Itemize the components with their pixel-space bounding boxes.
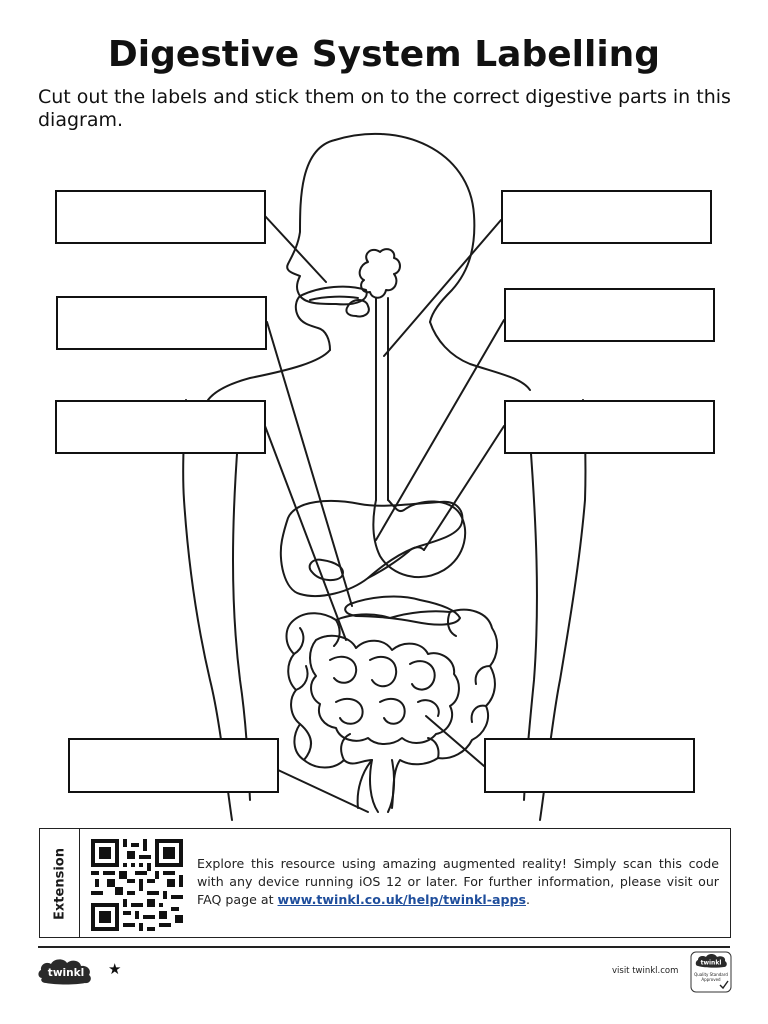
extension-text-main: Explore this resource using amazing augm… <box>197 856 719 907</box>
liver <box>279 499 464 598</box>
label-box-left-3 <box>55 400 266 454</box>
tongue-line <box>309 295 359 301</box>
salivary-gland <box>358 248 401 299</box>
rectum <box>369 759 396 813</box>
pointer-line-3 <box>266 321 353 607</box>
head-outline <box>286 139 336 351</box>
visit-twinkl-link[interactable]: visit twinkl.com <box>612 966 679 976</box>
extension-text-end: . <box>525 892 530 907</box>
salivary-gland-lower <box>345 299 370 318</box>
worksheet-title: Digestive System Labelling <box>107 34 661 75</box>
label-box-left-2 <box>56 296 267 350</box>
instructions-text: Cut out the labels and stick them on to … <box>38 86 731 131</box>
pointer-line-6 <box>423 425 505 551</box>
neck-right <box>429 321 531 391</box>
mouth-tongue <box>299 285 368 306</box>
label-box-left-4 <box>68 738 279 793</box>
large-intestine <box>285 608 498 809</box>
stomach <box>372 499 467 579</box>
extension-text: Explore this resource using amazing augm… <box>197 855 719 909</box>
badge-check-icon <box>719 980 729 990</box>
large-intestine-inner <box>293 611 491 761</box>
small-intestine <box>309 634 460 745</box>
label-box-right-3 <box>504 400 715 454</box>
label-box-left-1 <box>55 190 266 244</box>
label-box-right-2 <box>504 288 715 342</box>
label-box-right-4 <box>484 738 695 793</box>
qr-code-icon[interactable] <box>91 839 183 931</box>
star-icon[interactable]: ★ <box>108 960 122 978</box>
small-intestine-coils <box>329 655 440 725</box>
badge-line-1: Quality Standard <box>694 972 728 977</box>
pointer-line-7 <box>277 769 369 813</box>
extension-tab: Extension <box>40 829 80 937</box>
head-back <box>334 132 476 323</box>
stomach-fold <box>367 546 425 579</box>
pointer-line-1 <box>264 215 327 283</box>
badge-line-2: Approved <box>701 977 721 982</box>
footer-divider <box>38 946 730 948</box>
pointer-line-8 <box>425 715 485 767</box>
pointer-line-5 <box>264 425 347 641</box>
label-box-right-1 <box>501 190 712 244</box>
pointer-line-4 <box>375 319 505 541</box>
extension-panel: Extension Explore this resource using am… <box>39 828 731 938</box>
extension-tab-label: Extension <box>52 848 68 920</box>
pointer-line-2 <box>383 219 502 357</box>
twinkl-logo[interactable]: twinkl <box>36 956 96 986</box>
twinkl-apps-link[interactable]: www.twinkl.co.uk/help/twinkl-apps <box>277 892 526 907</box>
twinkl-logo-text: twinkl <box>48 967 84 979</box>
gall-bladder <box>308 558 344 582</box>
badge-logo-text: twinkl <box>701 960 722 967</box>
neck-left <box>207 349 331 401</box>
quality-standard-badge: twinkl Quality Standard Approved <box>690 951 732 993</box>
